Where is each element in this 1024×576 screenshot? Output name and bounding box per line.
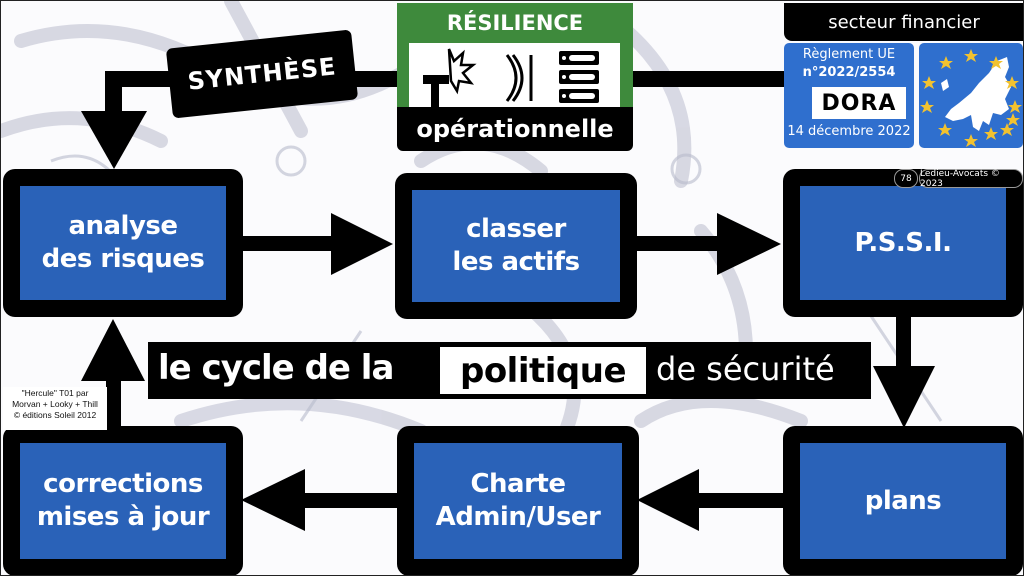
hammer-impact-icon [423, 48, 477, 109]
node-analyse-risques[interactable]: analyse des risques [3, 169, 243, 317]
node-pssi[interactable]: P.S.S.I. [783, 169, 1023, 317]
image-credit: "Hercule" T01 par Morvan + Looky + Thill… [3, 387, 107, 430]
regulation-line1: Règlement UE [802, 47, 896, 62]
top-left-down-line [105, 71, 122, 116]
arrow-line-classer-pssi [637, 236, 737, 251]
node-label: P.S.S.I. [854, 227, 952, 258]
arrow-right-to-classer [331, 213, 393, 275]
arrow-right-to-pssi [717, 213, 781, 275]
resilience-subtitle: opérationnelle [416, 115, 614, 143]
resilience-badge: RÉSILIENCE [397, 3, 633, 151]
page-number: 78 [900, 173, 912, 184]
node-label: plans [864, 485, 942, 516]
server-rack-icon [559, 51, 599, 103]
node-label: Charte Admin/User [435, 469, 601, 532]
arrow-left-to-charte [637, 469, 699, 531]
node-label: classer les actifs [452, 214, 580, 277]
regulation-name: DORA [821, 90, 897, 116]
regulation-name-box: DORA [812, 87, 906, 119]
arrow-down-to-analyse [81, 111, 147, 169]
node-plans[interactable]: plans [783, 426, 1023, 575]
node-label: corrections mises à jour [36, 469, 210, 532]
node-classer-actifs[interactable]: classer les actifs [395, 173, 637, 319]
eu-flag-card [919, 43, 1023, 148]
resilience-title: RÉSILIENCE [446, 11, 584, 35]
arrow-line-analyse-classer [241, 236, 341, 251]
regulation-date: 14 décembre 2022 [787, 124, 911, 139]
sector-label: secteur financier [828, 11, 980, 33]
arrow-left-to-corrections [241, 469, 305, 531]
copyright-badge: Ledieu-Avocats © 2023 [919, 168, 1023, 189]
node-label: analyse des risques [41, 211, 205, 274]
shield-arc-icon [505, 54, 533, 102]
sector-header: secteur financier [784, 3, 1023, 41]
arrow-line-charte-corrections [291, 493, 401, 508]
synthese-label: SYNTHÈSE [186, 52, 338, 96]
arrow-down-to-plans [873, 366, 935, 428]
arrow-up-to-analyse [81, 319, 145, 381]
node-corrections-mises-a-jour[interactable]: corrections mises à jour [3, 426, 243, 575]
arrow-line-pssi-plans [896, 311, 911, 371]
cycle-title-part3: de sécurité [656, 350, 835, 388]
cycle-title-highlight: politique [459, 350, 627, 391]
regulation-card: Règlement UE n°2022/2554 DORA 14 décembr… [784, 43, 914, 148]
page-number-badge: 78 [894, 169, 918, 188]
credit-line1: "Hercule" T01 par [21, 388, 89, 398]
cycle-title-banner: le cycle de la politique de sécurité [148, 342, 871, 399]
eu-map-icon [920, 49, 1022, 147]
regulation-number: n°2022/2554 [802, 65, 896, 80]
credit-line2: Morvan + Looky + Thill [12, 399, 98, 409]
credit-line3: © éditions Soleil 2012 [13, 410, 97, 420]
arrow-line-plans-charte [691, 493, 791, 508]
cycle-title-highlight-box: politique [440, 347, 646, 394]
cycle-title-part1: le cycle de la [158, 348, 394, 388]
node-charte-admin-user[interactable]: Charte Admin/User [397, 426, 639, 575]
arrow-line-corrections-analyse [106, 376, 121, 431]
copyright-text: Ledieu-Avocats © 2023 [920, 168, 1000, 189]
